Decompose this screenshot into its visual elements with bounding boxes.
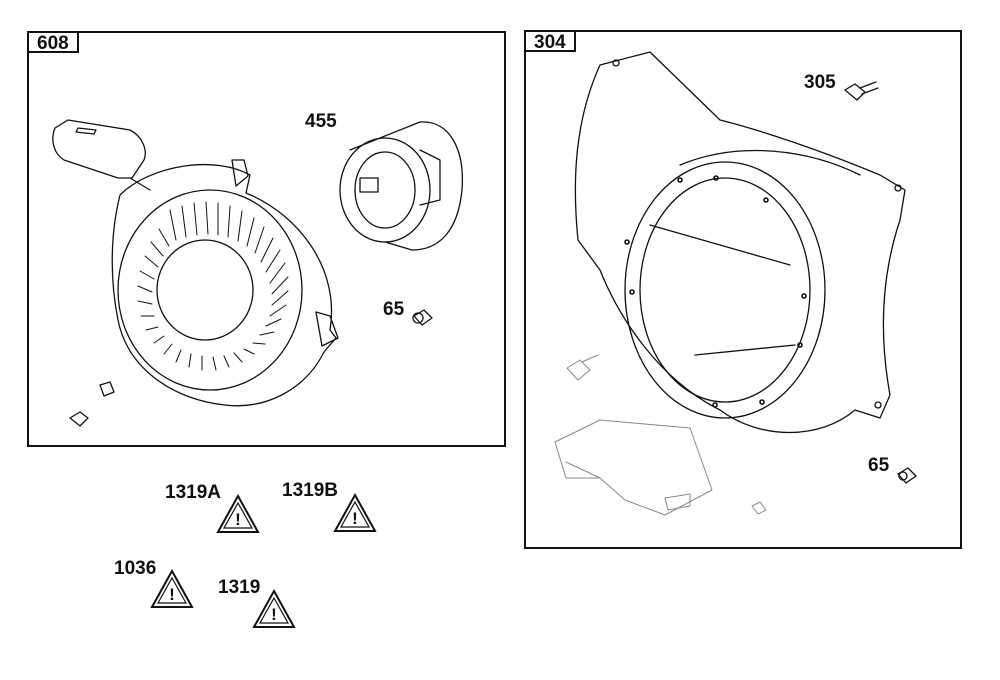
warning-symbol: ! <box>271 605 277 624</box>
callout-455: 455 <box>305 111 337 132</box>
warning-code-1319a: 1319A <box>165 482 221 503</box>
warning-symbol: ! <box>352 509 358 528</box>
warning-code-1319b: 1319B <box>282 480 338 501</box>
assembly-608-tag: 608 <box>27 31 79 54</box>
warning-triangle-icon: ! <box>216 494 260 533</box>
warning-code-1036: 1036 <box>114 558 157 579</box>
starter-handle <box>52 119 151 191</box>
callout-305: 305 <box>804 72 836 93</box>
warning-symbol: ! <box>235 510 241 529</box>
warning-triangle-icon: ! <box>150 569 194 608</box>
part-455-cup <box>339 121 464 251</box>
part-305-bolt <box>844 81 879 101</box>
part-65-right-bolt <box>897 467 917 484</box>
warning-triangle-icon: ! <box>252 589 296 628</box>
assembly-304-tag: 304 <box>524 30 576 53</box>
warning-code-1319: 1319 <box>218 577 261 598</box>
assembly-608-frame: 608 <box>27 31 506 447</box>
blower-housing <box>574 51 906 434</box>
callout-65-left: 65 <box>383 299 405 320</box>
hardware-left <box>69 309 433 427</box>
warning-triangle-icon: ! <box>333 493 377 532</box>
warning-symbol: ! <box>169 585 175 604</box>
callout-65-right: 65 <box>868 455 890 476</box>
assembly-304-frame: 304 <box>524 30 962 549</box>
rewind-starter-housing <box>111 159 339 407</box>
ghosted-parts <box>554 354 767 516</box>
